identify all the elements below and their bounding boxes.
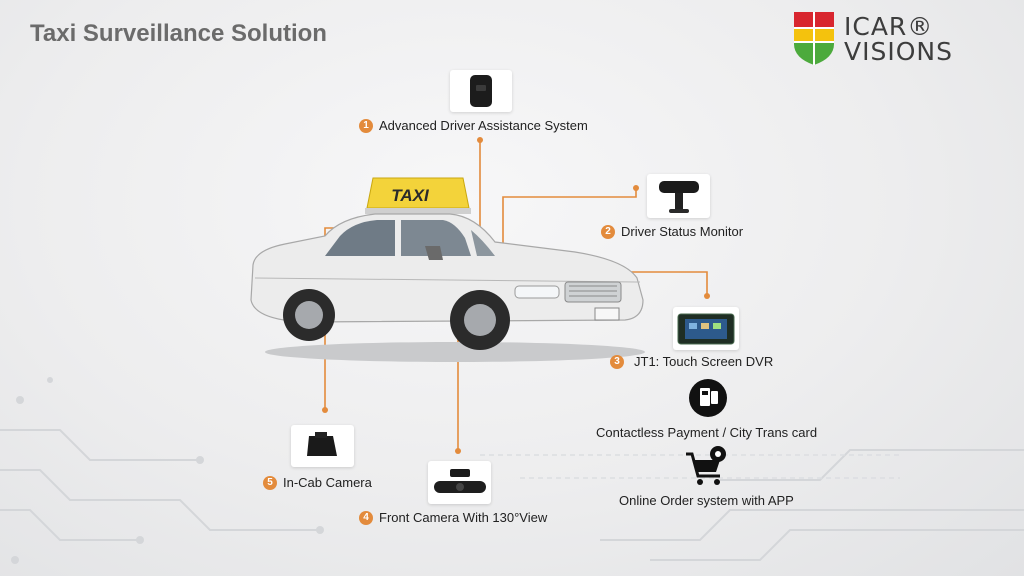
feature-text-driver-monitor: Driver Status Monitor (621, 224, 744, 239)
in-cab-camera-device-image (291, 425, 354, 467)
feature-label-driver-monitor: 2 Driver Status Monitor (601, 224, 743, 239)
in-cab-camera-icon (306, 432, 337, 456)
logo-line-1: ICAR® (844, 12, 934, 41)
feature-number-2: 2 (601, 224, 615, 239)
shield-logo-icon (794, 12, 834, 65)
adas-camera-icon (470, 75, 492, 107)
feature-label-payment: Contactless Payment / City Trans card (596, 425, 817, 440)
logo-line-2: VISIONS (844, 37, 953, 66)
taxi-car-image: TAXI (250, 177, 645, 362)
online-order-icon (686, 446, 726, 485)
feature-text-in-cab-camera: In-Cab Camera (283, 475, 372, 490)
taxi-roof-sign: TAXI (365, 177, 471, 214)
logo-text: ICAR® VISIONS (844, 14, 953, 64)
adas-device-image (450, 70, 512, 112)
order-device-image (684, 444, 730, 488)
feature-number-5: 5 (263, 475, 277, 490)
touch-dvr-icon (677, 313, 735, 344)
driver-monitor-device-image (647, 174, 710, 218)
feature-text-order: Online Order system with APP (619, 493, 794, 508)
feature-text-dvr: JT1: Touch Screen DVR (634, 354, 774, 369)
page-title: Taxi Surveillance Solution (30, 20, 327, 47)
front-camera-icon (433, 468, 486, 493)
payment-device-image (675, 377, 741, 419)
feature-label-order: Online Order system with APP (619, 493, 794, 508)
feature-number-3: 3 (610, 354, 624, 369)
feature-label-dvr: 3 JT1: Touch Screen DVR (610, 354, 773, 369)
dvr-device-image (673, 307, 739, 350)
front-camera-device-image (428, 461, 491, 504)
feature-label-front-camera: 4 Front Camera With 130°View (359, 510, 547, 525)
icar-visions-logo: ICAR® VISIONS (792, 10, 952, 68)
taxi-sign-text: TAXI (391, 186, 430, 205)
feature-number-1: 1 (359, 118, 373, 133)
feature-number-4: 4 (359, 510, 373, 525)
feature-label-adas: 1 Advanced Driver Assistance System (359, 118, 588, 133)
driver-monitor-icon (658, 181, 699, 213)
feature-text-payment: Contactless Payment / City Trans card (596, 425, 818, 440)
feature-text-front-camera: Front Camera With 130°View (379, 510, 548, 525)
contactless-payment-icon (689, 379, 727, 417)
feature-text-adas: Advanced Driver Assistance System (379, 118, 588, 133)
feature-label-in-cab-camera: 5 In-Cab Camera (263, 475, 372, 490)
